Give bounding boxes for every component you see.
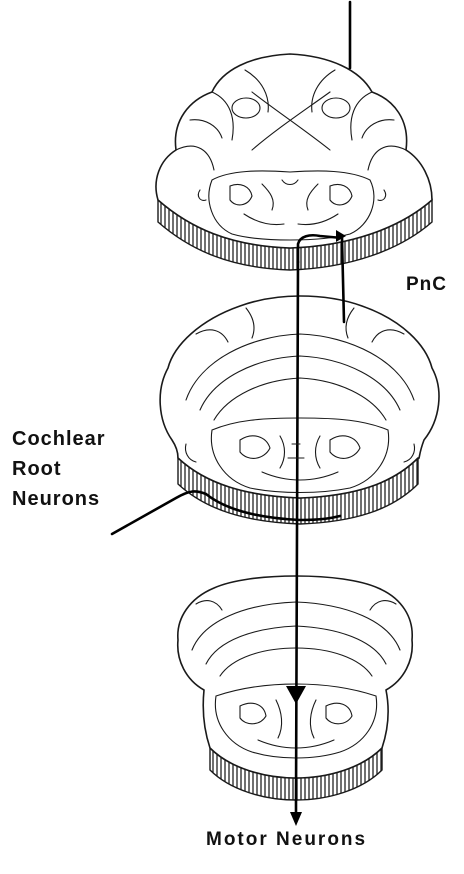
motor-arrowhead [290, 812, 302, 826]
pnc-label: PnC [406, 274, 447, 296]
cochlear-label-line-2: Root [12, 454, 106, 484]
middle-brain-section [160, 296, 439, 524]
motor-neurons-label: Motor Neurons [206, 829, 367, 851]
cochlear-label-line-3: Neurons [12, 484, 106, 514]
top-brain-section [156, 54, 432, 270]
cochlear-root-neurons-label: Cochlear Root Neurons [12, 424, 106, 514]
cochlear-label-line-1: Cochlear [12, 424, 106, 454]
